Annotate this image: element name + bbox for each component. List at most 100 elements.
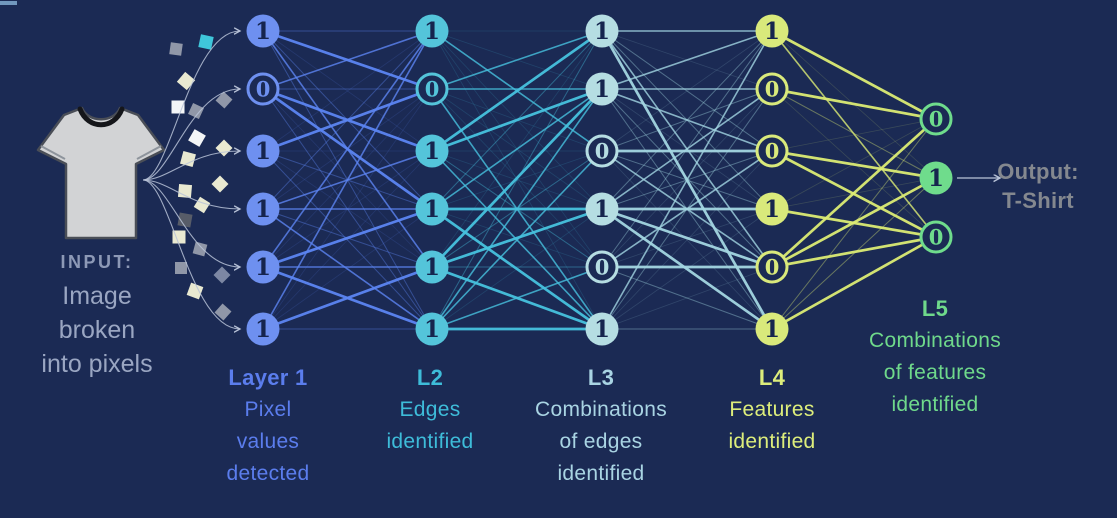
connection-line	[771, 29, 937, 121]
node-value: 1	[764, 18, 780, 45]
node-value: 1	[594, 18, 610, 45]
connection-line	[431, 207, 603, 331]
output-title: Output:	[997, 159, 1079, 184]
connection-line	[431, 265, 603, 331]
connection-line	[262, 150, 433, 330]
node-value: 0	[765, 255, 780, 280]
layer2-title: L2	[416, 365, 444, 390]
layer1-line: Pixel	[244, 398, 292, 421]
layer5-title: L5	[921, 296, 949, 321]
node-value: 1	[255, 196, 271, 223]
layer-4-node	[755, 72, 789, 106]
node-value: 0	[595, 255, 610, 280]
layer-2-node	[415, 192, 449, 226]
connection-line	[771, 235, 937, 331]
tshirt-image	[36, 106, 166, 240]
layer-4-node	[755, 192, 789, 226]
layer3-line: of edges	[559, 430, 643, 453]
connection-line	[262, 30, 433, 152]
pixel-square	[175, 262, 187, 274]
layer-2-node	[415, 312, 449, 346]
pixel-square	[213, 266, 231, 284]
connection-line	[771, 87, 937, 121]
node-value: 1	[764, 196, 780, 223]
layer2-line: identified	[386, 430, 474, 453]
connection-line	[601, 30, 773, 152]
node-value: 1	[255, 254, 271, 281]
connection-line	[431, 150, 603, 330]
connection-line	[601, 88, 773, 152]
pixel-square	[176, 71, 196, 91]
node-value: 1	[255, 138, 271, 165]
layer1-line: values	[236, 430, 300, 453]
node-value: 0	[929, 225, 944, 250]
layer-5-node	[919, 161, 953, 195]
node-value: 0	[595, 139, 610, 164]
layer1-label: Layer 1 Pixel values detected	[227, 362, 310, 490]
connection-line	[431, 30, 603, 330]
node-value: 1	[424, 254, 440, 281]
layer-2-node	[415, 250, 449, 284]
layer5-line: Combinations	[869, 329, 1001, 352]
connection-line	[262, 87, 433, 153]
input-fan-arrow	[142, 151, 240, 181]
pixel-square	[188, 129, 206, 147]
layer-2-node	[415, 72, 449, 106]
layer4-line: Features	[729, 398, 815, 421]
node-value: 1	[424, 196, 440, 223]
layer-1-node	[246, 250, 280, 284]
layer-4-node	[755, 14, 789, 48]
pixel-square	[180, 151, 196, 167]
layer-4-node	[755, 250, 789, 284]
layer-1-node	[246, 312, 280, 346]
node-value: 0	[929, 107, 944, 132]
connection-line	[601, 207, 773, 331]
input-fan-arrow	[142, 179, 240, 267]
connection-line	[771, 176, 937, 269]
connection-line	[262, 29, 433, 91]
layer-3-node	[585, 14, 619, 48]
pixel-square	[188, 103, 204, 119]
layer1-title: Layer 1	[228, 365, 308, 390]
corner-artifact	[0, 1, 17, 5]
node-value: 1	[255, 18, 271, 45]
node-value: 1	[764, 316, 780, 343]
pixel-square	[192, 241, 208, 257]
output-value: T-Shirt	[1002, 188, 1074, 213]
connection-line	[601, 207, 773, 269]
pixel-square	[211, 175, 229, 193]
pixel-square	[214, 303, 232, 321]
node-value: 1	[594, 316, 610, 343]
pixel-square	[172, 230, 186, 244]
input-line: broken	[58, 316, 136, 344]
connection-line	[262, 265, 433, 331]
node-value: 1	[928, 165, 944, 192]
layer-2-node	[415, 14, 449, 48]
layer-2-node	[415, 134, 449, 168]
layer3-line: Combinations	[535, 398, 667, 421]
connection-line	[262, 88, 433, 268]
connection-line	[262, 30, 433, 152]
pixel-square	[198, 34, 214, 50]
layer-1-node	[246, 14, 280, 48]
connection-line	[431, 207, 603, 269]
layer4-title: L4	[758, 365, 786, 390]
layer5-line: of features	[883, 361, 987, 384]
layer5-label: L5 Combinations of features identified	[869, 293, 1001, 421]
connection-line	[771, 88, 937, 238]
layer-1-node	[246, 72, 280, 106]
input-line: Image	[62, 282, 132, 310]
node-value: 0	[765, 77, 780, 102]
connection-line	[771, 30, 937, 238]
connection-line	[601, 30, 773, 152]
layer-3-node	[585, 192, 619, 226]
layer1-line: detected	[226, 462, 310, 485]
layer-3-node	[585, 134, 619, 168]
layer2-label: L2 Edges identified	[386, 362, 473, 458]
connection-line	[431, 150, 603, 210]
connection-line	[431, 30, 603, 90]
layer3-label: L3 Combinations of edges identified	[535, 362, 667, 490]
output-label: Output: T-Shirt	[997, 157, 1079, 215]
